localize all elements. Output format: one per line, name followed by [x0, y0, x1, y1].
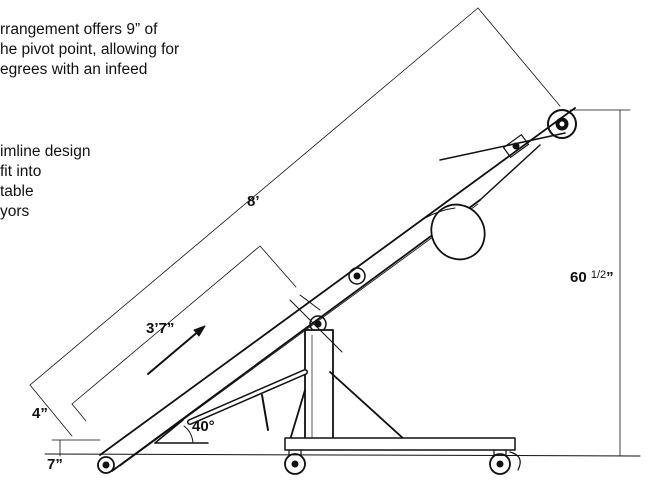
- dimension-label-angle: 40°: [192, 418, 215, 435]
- floor-line: [44, 453, 641, 457]
- height-unit: ”: [606, 269, 614, 286]
- caster-left: [284, 453, 306, 475]
- head-pulley: [547, 109, 577, 139]
- paragraph-1-line-1: rrangement offers 9” of: [0, 21, 158, 38]
- paragraph-2-line-2: fit into: [0, 163, 42, 180]
- dimension-label-60in: 60 1/2”: [570, 269, 614, 286]
- return-roller: [348, 267, 366, 285]
- dimension-label-8ft: 8’: [247, 193, 260, 210]
- dimension-label-7in: 7”: [47, 456, 63, 473]
- paragraph-2-line-3: table: [0, 183, 34, 200]
- conveyor-belt-top: [99, 107, 576, 456]
- stand-base: [284, 437, 516, 451]
- dimension-label-3ft7: 3’7”: [146, 320, 175, 337]
- dimension-line-3ft7: [71, 245, 261, 405]
- caster-right: [489, 453, 511, 475]
- paragraph-1-line-2: he pivot point, allowing for: [0, 41, 180, 58]
- tail-pulley: [97, 456, 115, 474]
- conveyor-belt-bottom: [111, 199, 481, 472]
- direction-arrow: [147, 329, 201, 375]
- dimension-line-8ft: [29, 7, 479, 386]
- stand-column: [304, 329, 334, 441]
- description-paragraph-2: imline design fit into table yors: [0, 142, 90, 222]
- height-main: 60: [570, 269, 587, 286]
- motor: [430, 203, 486, 261]
- paragraph-2-line-1: imline design: [0, 143, 91, 160]
- dimension-label-4in: 4”: [32, 405, 48, 422]
- strut-handle: [261, 394, 269, 431]
- paragraph-1-line-3: egrees with an infeed: [0, 61, 148, 78]
- paragraph-2-line-4: yors: [0, 203, 30, 220]
- description-paragraph-1: rrangement offers 9” of he pivot point, …: [0, 20, 179, 80]
- height-fraction: 1/2: [590, 269, 607, 281]
